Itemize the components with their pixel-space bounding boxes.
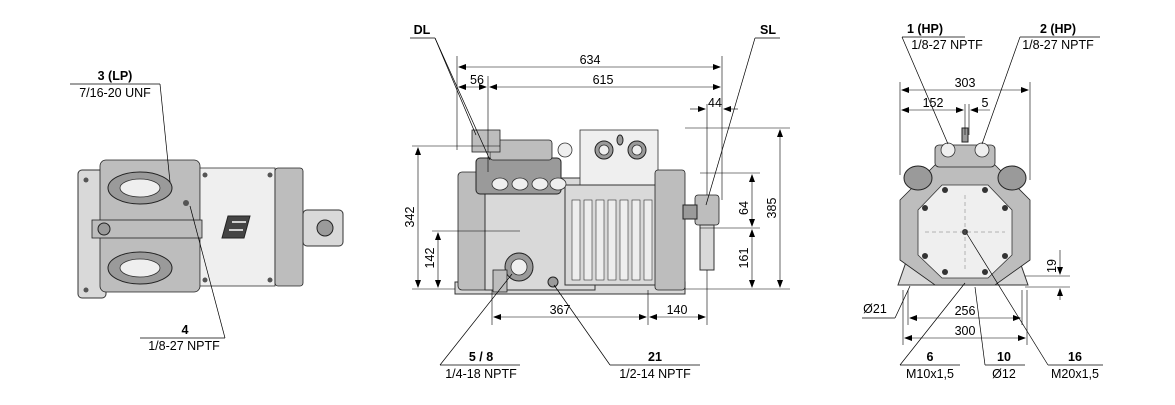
dim-152: 152	[923, 96, 944, 110]
dim-300: 300	[955, 324, 976, 338]
callout-2-spec: 1/8-27 NPTF	[1022, 38, 1094, 52]
callout-10-spec: Ø12	[992, 367, 1016, 381]
callout-16: 16 M20x1,5	[966, 233, 1103, 381]
callout-5-8-label: 5 / 8	[469, 350, 493, 364]
dim-161: 161	[737, 248, 751, 269]
dim-367: 367	[550, 303, 571, 317]
side-view	[454, 129, 720, 295]
dim-diameter-21: Ø21	[863, 302, 887, 316]
dim-140: 140	[667, 303, 688, 317]
dim-634: 634	[580, 53, 601, 67]
dim-256: 256	[955, 304, 976, 318]
callout-10: 10 Ø12	[974, 286, 1025, 381]
front-view	[897, 127, 1031, 286]
dim-142: 142	[423, 248, 437, 269]
callout-16-label: 16	[1068, 350, 1082, 364]
callout-16-spec: M20x1,5	[1051, 367, 1099, 381]
callout-2-label: 2 (HP)	[1040, 22, 1076, 36]
callout-1-spec: 1/8-27 NPTF	[911, 38, 983, 52]
callout-6-label: 6	[927, 350, 934, 364]
dim-342: 342	[403, 207, 417, 228]
callout-dl-label: DL	[414, 23, 431, 37]
dim-44: 44	[708, 96, 722, 110]
callout-3-label: 3 (LP)	[98, 69, 133, 83]
callout-10-label: 10	[997, 350, 1011, 364]
callout-2-hp: 2 (HP) 1/8-27 NPTF	[981, 22, 1100, 145]
dim-385: 385	[765, 198, 779, 219]
dim-64: 64	[737, 201, 751, 215]
callout-21-label: 21	[648, 350, 662, 364]
callout-5-8-spec: 1/4-18 NPTF	[445, 367, 517, 381]
callout-3-lp: 3 (LP) 7/16-20 UNF	[70, 69, 171, 183]
callout-4-spec: 1/8-27 NPTF	[148, 339, 220, 353]
callout-3-spec: 7/16-20 UNF	[79, 86, 151, 100]
callout-4: 4 1/8-27 NPTF	[140, 205, 226, 353]
dim-19: 19	[1045, 259, 1059, 273]
callout-6: 6 M10x1,5	[899, 282, 966, 381]
callout-4-label: 4	[182, 323, 189, 337]
dim-5: 5	[982, 96, 989, 110]
callout-1-label: 1 (HP)	[907, 22, 943, 36]
dim-303: 303	[955, 76, 976, 90]
dim-615: 615	[593, 73, 614, 87]
dim-56: 56	[470, 73, 484, 87]
callout-6-spec: M10x1,5	[906, 367, 954, 381]
callout-sl-label: SL	[760, 23, 776, 37]
front-view-dimensions: 303 152 5 19 256 300 Ø21	[862, 76, 1070, 345]
callout-dl: DL	[410, 23, 491, 161]
callout-sl: SL	[705, 23, 780, 206]
callout-1-hp: 1 (HP) 1/8-27 NPTF	[901, 22, 983, 145]
top-view	[77, 159, 344, 299]
callout-21: 21 1/2-14 NPTF	[553, 284, 700, 381]
callout-21-spec: 1/2-14 NPTF	[619, 367, 691, 381]
callout-5-8: 5 / 8 1/4-18 NPTF	[439, 273, 520, 381]
